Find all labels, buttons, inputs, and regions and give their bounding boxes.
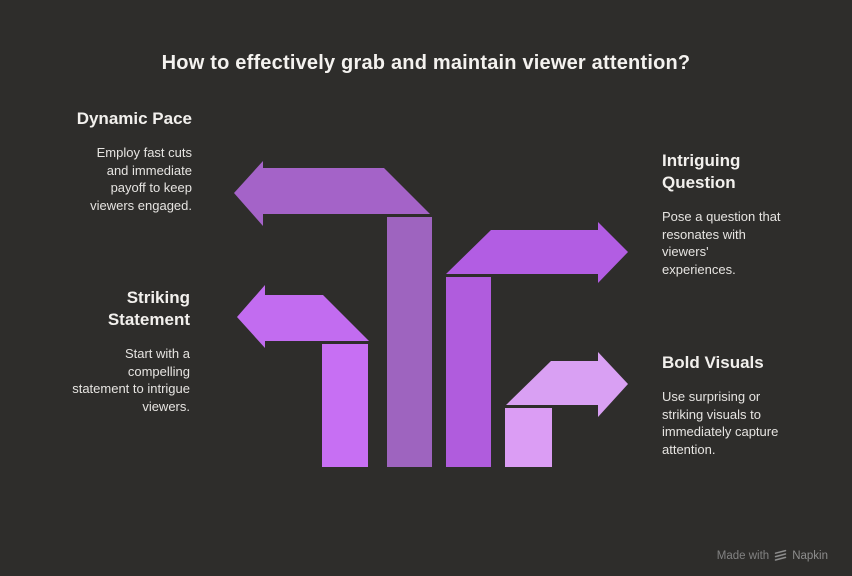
- watermark-text: Made with: [716, 549, 770, 562]
- section-bold-visuals: Bold Visuals Use surprising or striking …: [662, 352, 824, 458]
- arrow-intriguing-question: [446, 222, 628, 283]
- section-heading-intriguing-question: Intriguing Question: [662, 151, 741, 192]
- section-heading-bold-visuals: Bold Visuals: [662, 353, 764, 372]
- arrow-bar-dynamic-pace: [387, 217, 432, 467]
- arrow-bar-intriguing-question: [446, 277, 491, 467]
- section-body-striking-statement: Start with a compelling statement to int…: [72, 346, 190, 414]
- section-heading-dynamic-pace: Dynamic Pace: [76, 109, 192, 128]
- section-intriguing-question: Intriguing Question Pose a question that…: [662, 150, 820, 278]
- napkin-watermark[interactable]: Made with Napkin: [717, 549, 828, 562]
- arrow-dynamic-pace: [234, 161, 430, 226]
- section-body-dynamic-pace: Employ fast cuts and immediate payoff to…: [90, 145, 192, 213]
- arrow-striking-statement: [237, 285, 369, 348]
- watermark-brand: Napkin: [792, 549, 828, 562]
- section-body-bold-visuals: Use surprising or striking visuals to im…: [662, 389, 779, 457]
- page-title: How to effectively grab and maintain vie…: [161, 52, 691, 74]
- arrow-bar-bold-visuals: [505, 408, 552, 467]
- section-heading-striking-statement: Striking Statement: [107, 288, 190, 329]
- arrow-bold-visuals: [506, 352, 628, 417]
- arrow-bar-striking-statement: [322, 344, 368, 467]
- section-striking-statement: Striking Statement Start with a compelli…: [40, 287, 190, 415]
- napkin-logo-icon: [774, 549, 787, 561]
- section-dynamic-pace: Dynamic Pace Employ fast cuts and immedi…: [40, 108, 192, 214]
- section-body-intriguing-question: Pose a question that resonates with view…: [662, 209, 781, 277]
